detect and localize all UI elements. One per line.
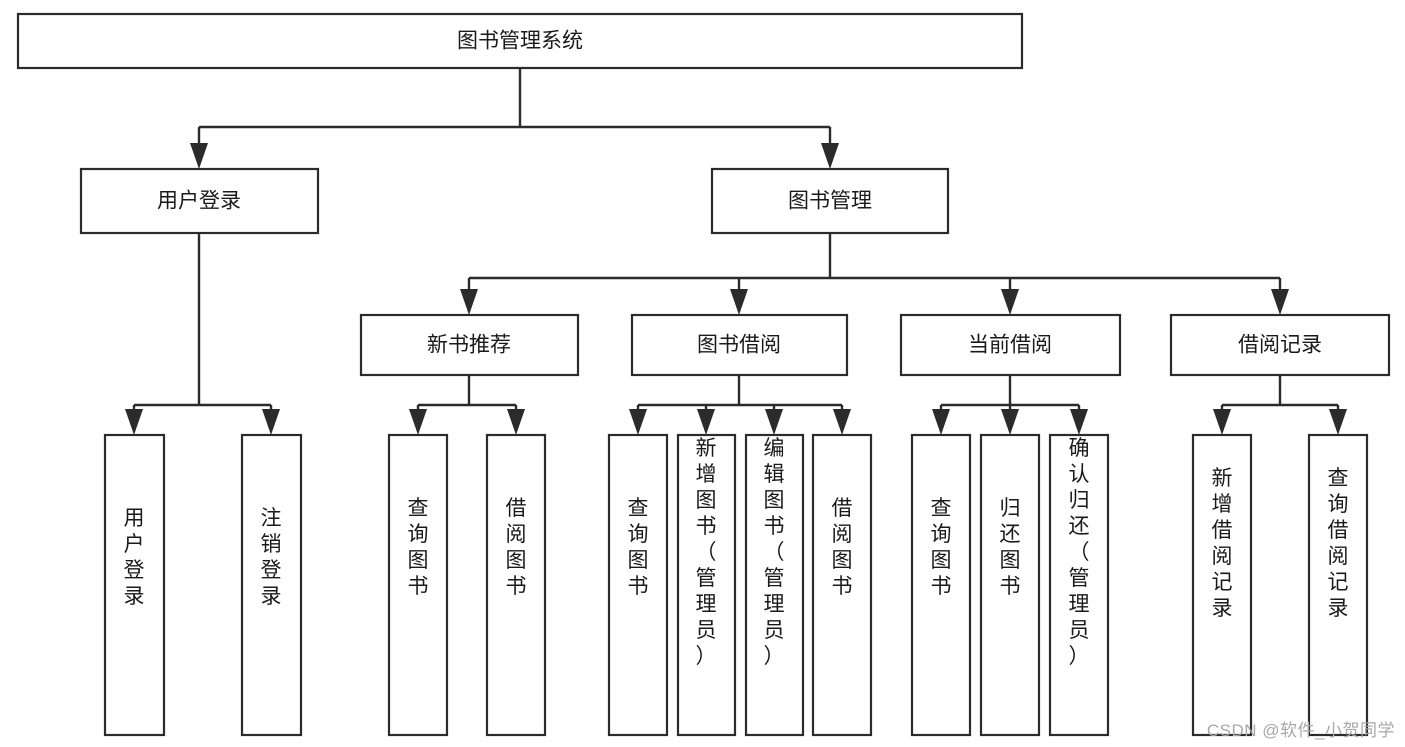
- node-user-login[interactable]: 用户登录: [79, 167, 320, 235]
- new-book-recommend-label: 新书推荐: [427, 334, 511, 357]
- arrow-to-new-book: [460, 289, 478, 315]
- leaf-box: [103, 433, 166, 737]
- leaf-box: [387, 433, 449, 737]
- node-new-book-recommend[interactable]: 新书推荐: [359, 313, 580, 377]
- leaf-current-borrow-3[interactable]: 确认归还（管理员）: [1048, 433, 1110, 737]
- node-current-borrow[interactable]: 当前借阅: [899, 313, 1122, 377]
- leaf-box: [811, 433, 873, 737]
- leaf-box: [240, 433, 303, 737]
- leaf-label: 查询图书: [628, 497, 649, 598]
- leaf-book-borrow-1[interactable]: 查询图书: [607, 433, 669, 737]
- current-borrow-label: 当前借阅: [968, 334, 1052, 357]
- node-root-system[interactable]: 图书管理系统: [16, 12, 1024, 70]
- leaf-label: 新增图书（管理员）: [696, 437, 717, 668]
- borrow-record-box: [1169, 313, 1391, 377]
- csdn-watermark: CSDN @软件_小贺同学: [1206, 721, 1395, 740]
- leaf-box: [744, 433, 805, 737]
- leaf-user-login-2[interactable]: 注销登录: [240, 433, 303, 737]
- leaf-box: [1048, 433, 1110, 737]
- leaf-box: [1191, 433, 1253, 737]
- book-management-box: [710, 167, 950, 235]
- arrow-currentborrow-leaf2: [1001, 409, 1019, 435]
- leaf-book-borrow-4[interactable]: 借阅图书: [811, 433, 873, 737]
- leaf-box: [607, 433, 669, 737]
- arrow-borrowrecord-leaf2: [1329, 409, 1347, 435]
- leaf-label: 用户登录: [124, 507, 145, 608]
- arrow-borrowrecord-leaf1: [1213, 409, 1231, 435]
- arrow-bookborrow-leaf2: [697, 409, 715, 435]
- leaf-label: 借阅图书: [832, 497, 853, 598]
- leaf-new-book-recommend-1[interactable]: 查询图书: [387, 433, 449, 737]
- node-book-management[interactable]: 图书管理: [710, 167, 950, 235]
- node-book-borrow[interactable]: 图书借阅: [630, 313, 849, 377]
- arrow-newbook-leaf2: [507, 409, 525, 435]
- book-borrow-box: [630, 313, 849, 377]
- user-login-box: [79, 167, 320, 235]
- new-book-recommend-box: [359, 313, 580, 377]
- leaf-label: 借阅图书: [506, 497, 527, 598]
- root-box: [16, 12, 1024, 70]
- arrow-currentborrow-leaf3: [1070, 409, 1088, 435]
- arrow-newbook-leaf1: [409, 409, 427, 435]
- current-borrow-box: [899, 313, 1122, 377]
- arrow-to-borrow-record: [1271, 289, 1289, 315]
- leaf-label: 查询借阅记录: [1328, 467, 1349, 620]
- leaf-label: 查询图书: [408, 497, 429, 598]
- leaf-borrow-record-2[interactable]: 查询借阅记录: [1307, 433, 1369, 737]
- leaf-label: 确认归还（管理员）: [1069, 437, 1090, 668]
- arrow-to-current-borrow: [1001, 289, 1019, 315]
- leaf-label: 编辑图书（管理员）: [764, 437, 785, 668]
- arrow-to-user-login: [190, 143, 208, 169]
- arrow-bookborrow-leaf4: [833, 409, 851, 435]
- arrow-currentborrow-leaf1: [932, 409, 950, 435]
- arrow-to-book-manage: [821, 143, 839, 169]
- leaf-book-borrow-2[interactable]: 新增图书（管理员）: [676, 433, 737, 737]
- arrow-to-book-borrow: [730, 289, 748, 315]
- leaf-box: [979, 433, 1041, 737]
- borrow-record-label: 借阅记录: [1238, 334, 1322, 357]
- arrow-bookborrow-leaf1: [629, 409, 647, 435]
- leaf-book-borrow-3[interactable]: 编辑图书（管理员）: [744, 433, 805, 737]
- leaf-box: [485, 433, 547, 737]
- leaf-borrow-record-1[interactable]: 新增借阅记录: [1191, 433, 1253, 737]
- leaf-user-login-1[interactable]: 用户登录: [103, 433, 166, 737]
- connector-layer: [125, 68, 1347, 435]
- arrow-userlogin-leaf2: [262, 409, 280, 435]
- leaf-label: 归还图书: [1000, 497, 1021, 598]
- leaf-label: 查询图书: [931, 497, 952, 598]
- leaf-current-borrow-1[interactable]: 查询图书: [910, 433, 972, 737]
- leaf-label: 新增借阅记录: [1212, 467, 1233, 620]
- leaf-label: 注销登录: [261, 507, 282, 608]
- leaf-box: [910, 433, 972, 737]
- root-label: 图书管理系统: [457, 30, 583, 53]
- leaf-new-book-recommend-2[interactable]: 借阅图书: [485, 433, 547, 737]
- arrow-userlogin-leaf1: [125, 409, 143, 435]
- leaf-current-borrow-2[interactable]: 归还图书: [979, 433, 1041, 737]
- leaf-box: [676, 433, 737, 737]
- arrow-bookborrow-leaf3: [765, 409, 783, 435]
- leaf-box: [1307, 433, 1369, 737]
- book-management-label: 图书管理: [788, 190, 872, 213]
- user-login-label: 用户登录: [157, 190, 241, 213]
- node-borrow-record[interactable]: 借阅记录: [1169, 313, 1391, 377]
- book-borrow-label: 图书借阅: [697, 334, 781, 357]
